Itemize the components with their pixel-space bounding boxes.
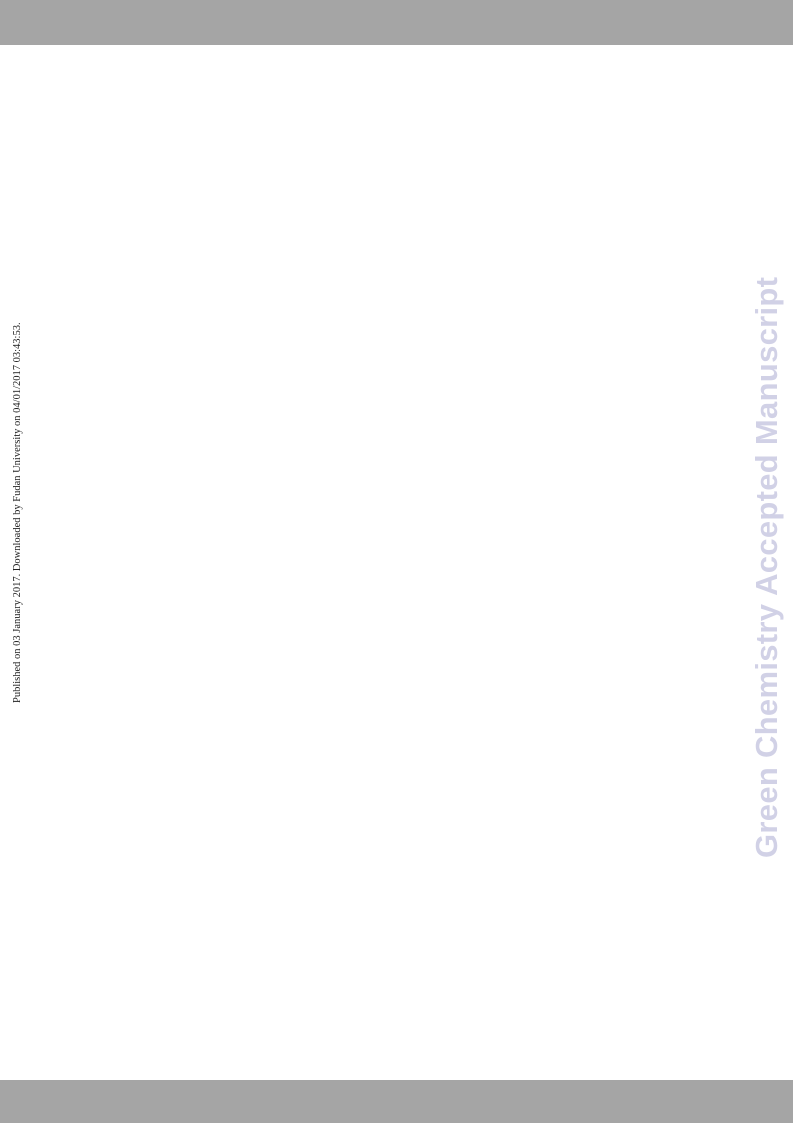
publication-download-note: Published on 03 January 2017. Downloaded… bbox=[12, 322, 23, 703]
page-footer-bar bbox=[0, 1080, 793, 1123]
accepted-manuscript-watermark: Green Chemistry Accepted Manuscript bbox=[749, 276, 784, 858]
page-header-bar bbox=[0, 0, 793, 45]
